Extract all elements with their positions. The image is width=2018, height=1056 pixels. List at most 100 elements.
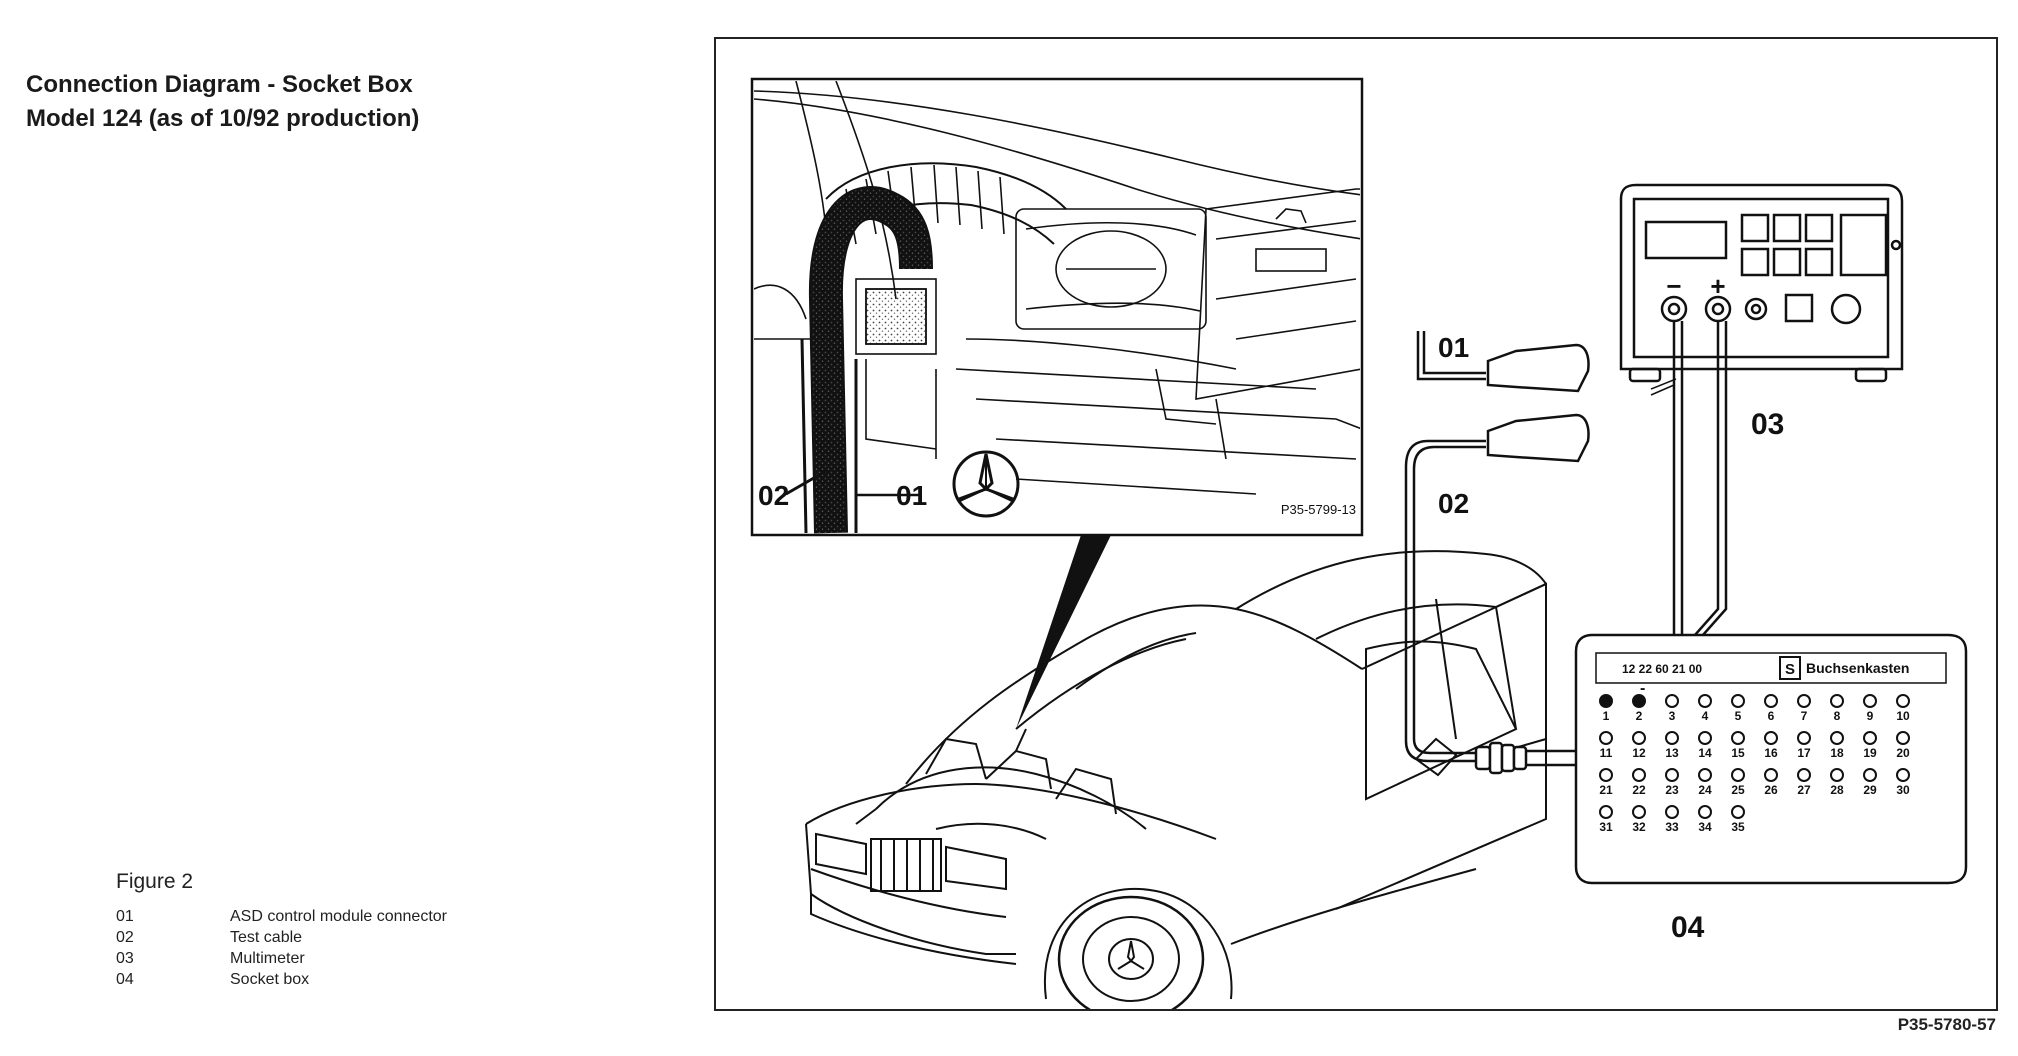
- title-line-1: Connection Diagram - Socket Box: [26, 71, 413, 98]
- socket-30: [1896, 768, 1910, 782]
- title-line-2: Model 124 (as of 10/92 production): [26, 105, 420, 132]
- socket-28: [1830, 768, 1844, 782]
- legend-item-label: Multimeter: [230, 950, 305, 967]
- figure-legend: Figure 2 01 ASD control module connector…: [116, 870, 447, 990]
- socket-label: 23: [1665, 783, 1679, 797]
- socket-19: [1863, 731, 1877, 745]
- cable-label-02: 02: [1438, 488, 1469, 519]
- document-title: Connection Diagram - Socket Box Model 12…: [26, 68, 419, 136]
- socket-label: 21: [1599, 783, 1613, 797]
- socket-label: 2: [1636, 709, 1643, 723]
- socket-label: 16: [1764, 746, 1778, 760]
- socket-25: [1731, 768, 1745, 782]
- legend-item: 03 Multimeter: [116, 948, 447, 969]
- socket-label: 28: [1830, 783, 1844, 797]
- connector-and-cable: [1404, 331, 1590, 775]
- legend-item-number: 03: [116, 950, 134, 967]
- socket-label: 19: [1863, 746, 1877, 760]
- socket-label: 18: [1830, 746, 1844, 760]
- mercedes-star-icon: [952, 450, 1020, 518]
- legend-item-label: ASD control module connector: [230, 908, 447, 925]
- socket-23: [1665, 768, 1679, 782]
- socket-label: 11: [1600, 746, 1613, 760]
- socket-33: [1665, 805, 1679, 819]
- socket-16: [1764, 731, 1778, 745]
- diagram-frame: 02 01 P35-5799-13: [714, 37, 1998, 1023]
- socketbox-header-nums: 12 22 60 21 00: [1622, 662, 1702, 676]
- socket-27: [1797, 768, 1811, 782]
- socket-29: [1863, 768, 1877, 782]
- engine-inset: 02 01 P35-5799-13: [750, 77, 1364, 537]
- socket-label: 30: [1896, 783, 1910, 797]
- socket-label: 15: [1731, 746, 1745, 760]
- socket-4: [1698, 694, 1712, 708]
- socket-12: [1632, 731, 1646, 745]
- connector-label-01: 01: [1438, 332, 1469, 363]
- multimeter: [1619, 183, 1904, 396]
- socket-label: 4: [1702, 709, 1709, 723]
- socket-7: [1797, 694, 1811, 708]
- socket-26: [1764, 768, 1778, 782]
- multimeter-plus: +: [1710, 271, 1725, 301]
- legend-item-number: 02: [116, 929, 134, 946]
- inset-label-01: 01: [896, 480, 927, 511]
- socket-17: [1797, 731, 1811, 745]
- legend-item: 04 Socket box: [116, 969, 447, 990]
- socket-8: [1830, 694, 1844, 708]
- socket-label: 20: [1896, 746, 1910, 760]
- multimeter-minus: −: [1666, 271, 1681, 301]
- legend-item-number: 01: [116, 908, 134, 925]
- socket-label: 24: [1698, 783, 1712, 797]
- socket-label: 6: [1768, 709, 1775, 723]
- socket-14: [1698, 731, 1712, 745]
- socketbox-header-title: Buchsenkasten: [1806, 660, 1909, 676]
- socket-35: [1731, 805, 1745, 819]
- socket-label: 17: [1797, 746, 1811, 760]
- socket-label: 34: [1698, 820, 1712, 834]
- socket-label: 3: [1669, 709, 1676, 723]
- socket-31: [1599, 805, 1613, 819]
- socket-34: [1698, 805, 1712, 819]
- legend-item-label: Socket box: [230, 971, 310, 988]
- socket-32: [1632, 805, 1646, 819]
- socket-2: [1632, 694, 1646, 708]
- socket-label: 7: [1801, 709, 1808, 723]
- inset-pointer: [1016, 535, 1111, 729]
- legend-item: 01 ASD control module connector: [116, 906, 447, 927]
- socket-label: 13: [1665, 746, 1679, 760]
- socket-label: 9: [1867, 709, 1874, 723]
- socket-10: [1896, 694, 1910, 708]
- socket-label: 5: [1735, 709, 1742, 723]
- socket-3: [1665, 694, 1679, 708]
- socketbox-header-s: S: [1785, 661, 1795, 678]
- car-illustration: [805, 550, 1547, 1023]
- socket-label: 29: [1863, 783, 1877, 797]
- socket-label: 27: [1797, 783, 1811, 797]
- socket-label: 25: [1731, 783, 1745, 797]
- inset-label-02: 02: [758, 480, 789, 511]
- socket-22: [1632, 768, 1646, 782]
- figure-code: P35-5780-57: [1897, 1015, 1996, 1034]
- socket-20: [1896, 731, 1910, 745]
- socket-label: 22: [1632, 783, 1646, 797]
- socket-label: 8: [1834, 709, 1841, 723]
- socket-11: [1599, 731, 1613, 745]
- socket-label: 1: [1603, 709, 1610, 723]
- socket-1: [1599, 694, 1613, 708]
- socket-label: 31: [1599, 820, 1613, 834]
- socket-9: [1863, 694, 1877, 708]
- socket-label: 35: [1731, 820, 1745, 834]
- socket-label: 32: [1632, 820, 1646, 834]
- socket-13: [1665, 731, 1679, 745]
- socketbox-label-04: 04: [1671, 911, 1705, 944]
- legend-item: 02 Test cable: [116, 927, 447, 948]
- socket-15: [1731, 731, 1745, 745]
- multimeter-label-03: 03: [1751, 408, 1784, 441]
- socket-18: [1830, 731, 1844, 745]
- socket-6: [1764, 694, 1778, 708]
- socket-label: 33: [1665, 820, 1679, 834]
- socket-label: 12: [1632, 746, 1646, 760]
- figure-title: Figure 2: [116, 870, 194, 893]
- socket-label: 14: [1698, 746, 1712, 760]
